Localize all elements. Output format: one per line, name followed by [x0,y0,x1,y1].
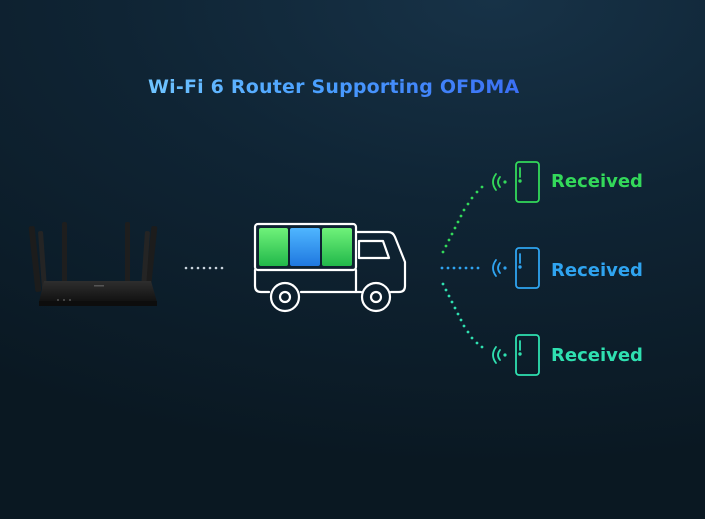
router-image [28,222,158,306]
wifi-signal-icon [497,349,501,361]
device-3-status-label: Received [551,345,643,366]
phone-icon [515,334,540,376]
wifi-signal-icon [497,176,501,188]
device-1 [492,161,540,203]
truck-icon [253,222,407,313]
device-2 [492,247,540,289]
truck-cargo [259,228,352,266]
phone-icon [515,161,540,203]
cargo-block-green-2 [322,228,352,266]
cargo-block-blue [290,228,320,266]
router-link-dots [184,266,224,270]
device-2-status-label: Received [551,260,643,281]
phone-icon [515,247,540,289]
branch-dots-middle [440,266,480,270]
wifi-signal-icon [497,262,501,274]
cargo-block-green [259,228,288,266]
branch-dots-bottom [441,282,484,349]
device-3 [492,334,540,376]
branch-dots-top [441,185,484,254]
diagram-title: Wi-Fi 6 Router Supporting OFDMA [148,76,520,98]
device-1-status-label: Received [551,171,643,192]
